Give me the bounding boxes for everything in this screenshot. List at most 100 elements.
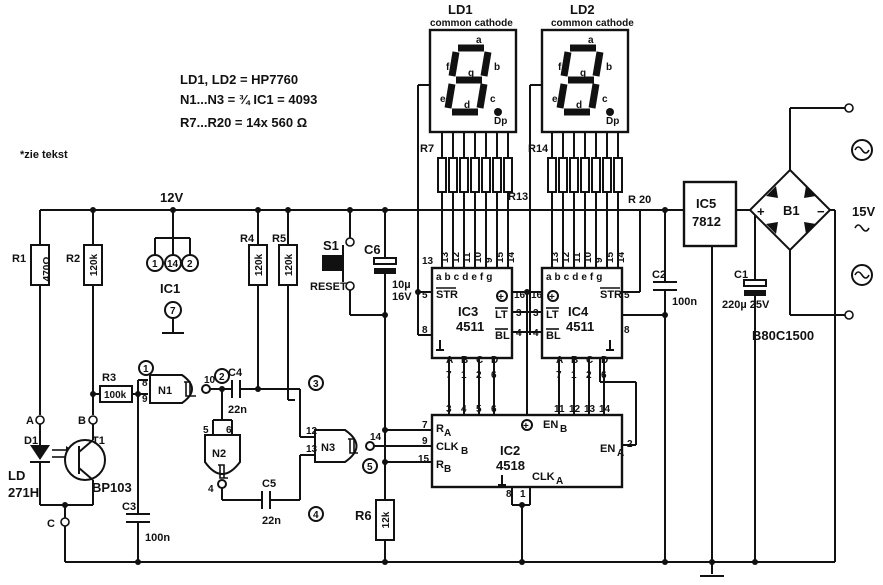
- ld2-display: LD2 common cathode a f b g e c d Dp: [540, 2, 634, 134]
- r2-resistor: 120k R2: [66, 210, 103, 415]
- svg-text:N2: N2: [212, 448, 226, 460]
- svg-text:6: 6: [491, 404, 497, 415]
- testpoint-1: 1: [138, 360, 154, 376]
- ld2-seg-resistor-7: [613, 157, 623, 193]
- svg-text:g: g: [468, 68, 474, 79]
- svg-text:a: a: [476, 35, 482, 46]
- svg-text:S1: S1: [323, 238, 339, 253]
- svg-text:4: 4: [533, 328, 539, 339]
- svg-text:100k: 100k: [104, 390, 127, 401]
- svg-text:6: 6: [491, 370, 497, 381]
- ld1-seg-resistor-3: [459, 157, 469, 193]
- ld2-seg-resistor-4: [580, 157, 590, 193]
- r6-resistor: 12k R6: [355, 499, 395, 562]
- c6-value: 10µ: [392, 279, 411, 291]
- svg-text:c: c: [490, 94, 496, 105]
- svg-text:B1: B1: [783, 203, 800, 218]
- svg-text:+: +: [549, 292, 555, 303]
- ld1-seg-pin-label: 15: [495, 251, 506, 263]
- r5-resistor: 120k R5: [272, 210, 298, 400]
- ld1-seg-pin-label: 9: [484, 257, 495, 263]
- svg-text:1: 1: [571, 370, 577, 381]
- svg-text:d: d: [464, 100, 470, 111]
- svg-text:abcdefg: abcdefg: [546, 272, 605, 283]
- c1-value: 220µ 25V: [722, 299, 770, 311]
- svg-text:4: 4: [516, 328, 522, 339]
- svg-text:14: 14: [599, 404, 611, 415]
- ic1-supply: 1 14 2 IC1 7: [146, 210, 199, 334]
- svg-text:c: c: [602, 94, 608, 105]
- svg-text:C6: C6: [364, 242, 381, 257]
- svg-text:b: b: [606, 62, 612, 73]
- ld2-seg-resistor-6: [602, 157, 612, 193]
- svg-text:12: 12: [569, 404, 581, 415]
- ld1-seg-pin-label: 13: [440, 251, 451, 263]
- svg-text:14: 14: [370, 432, 382, 443]
- svg-text:IC5: IC5: [696, 196, 716, 211]
- svg-text:5: 5: [624, 290, 630, 301]
- ld1-seg-resistor-4: [470, 157, 480, 193]
- svg-text:13: 13: [584, 404, 596, 415]
- svg-text:CLK: CLK: [532, 471, 555, 483]
- svg-text:RESET: RESET: [310, 281, 347, 293]
- svg-text:12: 12: [306, 426, 318, 437]
- n1-gate: N1 1 8 9 10: [142, 374, 216, 405]
- r4-resistor: 120k R4: [240, 210, 268, 392]
- svg-text:b: b: [494, 62, 500, 73]
- svg-text:+: +: [498, 292, 504, 303]
- svg-text:C5: C5: [262, 478, 276, 490]
- svg-text:9: 9: [142, 394, 148, 405]
- svg-text:R 20: R 20: [628, 194, 651, 206]
- svg-text:100n: 100n: [145, 532, 170, 544]
- svg-text:e: e: [440, 94, 446, 105]
- svg-text:IC3: IC3: [458, 304, 478, 319]
- ld2-seg-pin-label: 12: [561, 251, 572, 263]
- svg-text:IC2: IC2: [500, 443, 520, 458]
- svg-text:16V: 16V: [392, 291, 412, 303]
- svg-text:16: 16: [531, 290, 543, 301]
- ac-source-1: [851, 139, 873, 161]
- s1-reset-switch: S1 RESET: [310, 210, 385, 316]
- svg-text:Dp: Dp: [606, 116, 619, 127]
- svg-text:16: 16: [514, 290, 526, 301]
- svg-text:B: B: [444, 464, 451, 475]
- note-gates: N1...N3 = ¾ IC1 = 4093: [180, 92, 317, 107]
- svg-text:15: 15: [418, 454, 430, 465]
- ld1-seg-pin-label: 11: [462, 252, 473, 263]
- svg-text:R5: R5: [272, 233, 286, 245]
- svg-text:4511: 4511: [566, 319, 594, 334]
- svg-text:R7: R7: [420, 143, 434, 155]
- svg-text:R3: R3: [102, 372, 116, 384]
- svg-text:6: 6: [226, 425, 232, 436]
- svg-text:D1: D1: [24, 435, 38, 447]
- svg-text:STR: STR: [436, 289, 458, 301]
- svg-text:1: 1: [143, 364, 149, 375]
- svg-text:14: 14: [167, 259, 179, 270]
- svg-text:BL: BL: [546, 330, 561, 342]
- c5-capacitor: C5 22n: [261, 478, 300, 527]
- svg-text:1: 1: [461, 370, 467, 381]
- svg-text:3: 3: [533, 308, 539, 319]
- svg-text:IC4: IC4: [568, 304, 589, 319]
- svg-text:8: 8: [422, 325, 428, 336]
- input-voltage: 15V: [852, 204, 875, 219]
- t1-phototransistor: T1 BP103: [64, 424, 132, 505]
- ld2-seg-resistor-1: [547, 157, 557, 193]
- ld2-seg-resistor-5: [591, 157, 601, 193]
- b1-bridge: B1 + − B80C1500: [748, 168, 832, 343]
- svg-text:−: −: [817, 204, 825, 219]
- svg-text:LT: LT: [546, 309, 559, 321]
- svg-text:2: 2: [219, 372, 225, 383]
- d1-led: D1 LD 271H: [8, 424, 72, 505]
- svg-text:7: 7: [446, 370, 452, 381]
- svg-text:Dp: Dp: [494, 116, 507, 127]
- svg-text:R1: R1: [12, 253, 26, 265]
- ic4-4511: abcdefg STR IC4 4511 LT BL + A B C D: [540, 266, 624, 366]
- svg-text:3: 3: [313, 379, 319, 390]
- svg-text:C1: C1: [734, 269, 748, 281]
- svg-text:271H: 271H: [8, 485, 39, 500]
- c2-capacitor: C2 100n: [652, 207, 697, 562]
